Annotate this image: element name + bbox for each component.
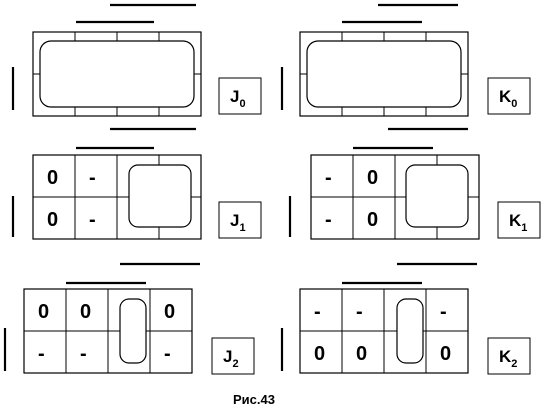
kmap-label: K0 bbox=[499, 87, 517, 110]
kmap-cell-value: - bbox=[89, 209, 96, 231]
kmap-group-outline bbox=[405, 164, 469, 228]
kmap-label-subscript: 1 bbox=[239, 222, 245, 234]
kmap-cell-value: 0 bbox=[440, 343, 451, 365]
kmap-cell-value: - bbox=[38, 343, 45, 365]
kmap-j0: J0 bbox=[11, 3, 262, 117]
kmap-cell-value: - bbox=[164, 343, 171, 365]
kmap-group-outline bbox=[306, 40, 462, 108]
kmap-cell-value: - bbox=[356, 301, 363, 323]
kmap-label: J2 bbox=[223, 347, 239, 370]
kmap-cell-value: 0 bbox=[367, 209, 378, 231]
kmap-label-box bbox=[497, 201, 541, 239]
kmap-cell-value: - bbox=[80, 343, 87, 365]
kmap-cell-value: - bbox=[325, 167, 332, 189]
kmap-label-box bbox=[487, 337, 531, 375]
kmap-label: K1 bbox=[509, 211, 527, 234]
kmap-label-letter: K bbox=[499, 87, 512, 106]
kmap-cell-value: 0 bbox=[164, 301, 175, 323]
kmap-label: J0 bbox=[230, 87, 246, 110]
kmap-label-subscript: 2 bbox=[232, 358, 238, 370]
kmap-k0: K0 bbox=[280, 3, 531, 117]
kmap-label-box bbox=[218, 201, 262, 239]
kmap-label-box bbox=[211, 337, 255, 375]
kmap-cell-value: 0 bbox=[47, 167, 58, 189]
kmap-group-outline bbox=[396, 298, 424, 364]
kmap-j1: 0 - 0 - J1 bbox=[11, 127, 262, 240]
figure-caption: Рис.43 bbox=[233, 392, 275, 407]
kmap-label-letter: J bbox=[230, 211, 239, 230]
kmap-cell-value: 0 bbox=[367, 167, 378, 189]
kmap-label-letter: K bbox=[499, 347, 512, 366]
kmap-label-subscript: 2 bbox=[511, 358, 517, 370]
kmap-label-subscript: 1 bbox=[521, 222, 527, 234]
kmap-cell-value: 0 bbox=[38, 301, 49, 323]
kmap-j2: 0 0 0 - - - J2 bbox=[3, 262, 255, 375]
kmap-group-outline bbox=[128, 164, 192, 228]
kmap-label-subscript: 0 bbox=[511, 98, 517, 110]
kmap-group-outline bbox=[39, 40, 195, 108]
kmap-label-subscript: 0 bbox=[239, 98, 245, 110]
kmap-cell-value: - bbox=[440, 301, 447, 323]
kmap-cell-value: - bbox=[325, 209, 332, 231]
kmap-group-outline bbox=[119, 298, 147, 364]
kmap-cell-value: - bbox=[314, 301, 321, 323]
kmap-label-letter: J bbox=[230, 87, 239, 106]
kmap-label-letter: K bbox=[509, 211, 522, 230]
kmap-cell-value: 0 bbox=[47, 209, 58, 231]
kmap-label: J1 bbox=[230, 211, 246, 234]
kmap-label-box bbox=[487, 77, 531, 115]
kmap-label-letter: J bbox=[223, 347, 232, 366]
kmap-label-box bbox=[218, 77, 262, 115]
kmap-label: K2 bbox=[499, 347, 517, 370]
kmap-k2: - - - 0 0 0 K2 bbox=[280, 262, 531, 375]
kmap-cell-value: 0 bbox=[314, 343, 325, 365]
kmap-cell-value: - bbox=[89, 167, 96, 189]
kmap-cell-value: 0 bbox=[80, 301, 91, 323]
kmap-cell-value: 0 bbox=[356, 343, 367, 365]
